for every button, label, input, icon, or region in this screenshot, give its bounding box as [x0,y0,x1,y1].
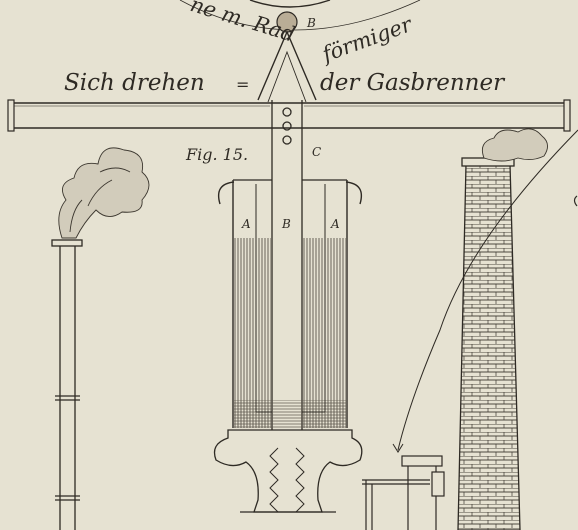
delivery-pipe-curve [397,129,578,451]
small-apparatus [362,455,445,530]
figure-label: Fig. 15. [185,145,248,164]
brick-chimney [457,157,521,530]
caption-left: Sich drehen [64,70,205,96]
pipe-arrow-icon [392,443,404,453]
letter-b-mid: B [281,217,291,231]
pedestal-base [213,429,363,513]
letter-a-right: A [330,217,340,231]
chimney-smoke [481,128,548,162]
gasometer-tank [217,179,363,428]
lamp-smoke [58,147,150,239]
letter-b-top: B [306,16,316,30]
letter-a-left: A [241,217,251,231]
wheel-arc [179,0,421,31]
rotating-burner-pipe [7,99,571,132]
central-tube [271,100,303,448]
letter-c: C [312,145,321,159]
burner-arms [257,30,317,103]
lamp-post [51,239,83,530]
caption-right: der Gasbrenner [320,70,506,96]
margin-mark [573,195,578,207]
caption-hyphen: = [236,75,249,94]
